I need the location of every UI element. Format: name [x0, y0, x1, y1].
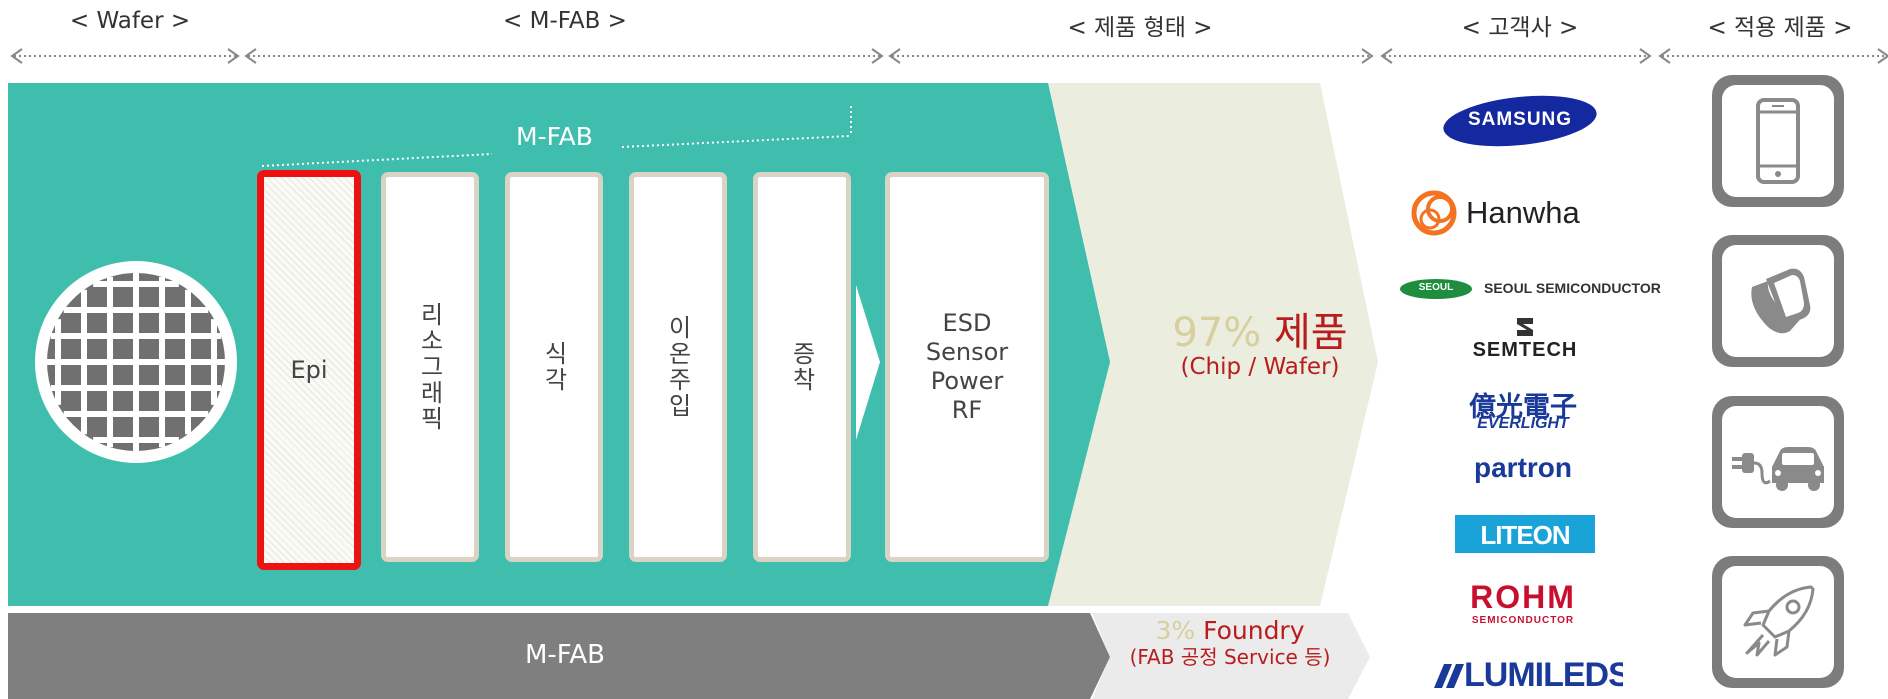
foundry-share-value: 3%	[1155, 616, 1196, 645]
header-product-form: < 제품 형태 >	[1067, 15, 1213, 41]
rohm-logo: ROHM SEMICONDUCTOR	[1470, 579, 1576, 626]
device-type: ESD	[942, 309, 992, 337]
wafer-grid-line	[159, 276, 165, 448]
header-applications: < 적용 제품 >	[1707, 15, 1853, 41]
mfab-bracket	[261, 106, 852, 167]
process-step-label: 리소그래픽	[415, 302, 444, 432]
device-type: Power	[930, 367, 1004, 395]
device-type: RF	[951, 396, 983, 424]
wafer-icon	[35, 261, 237, 463]
partron-logo: partron	[1474, 452, 1572, 483]
device-types-box: ESD Sensor Power RF	[885, 172, 1049, 562]
header-wafer: < Wafer >	[69, 8, 191, 34]
electric-car-icon	[1732, 447, 1824, 491]
process-step-label: 증착	[787, 341, 816, 393]
foundry-share: 3% Foundry (FAB 공정 Service 등)	[1115, 616, 1345, 670]
seoul-semiconductor-logo: SEOUL SEOUL SEMICONDUCTOR	[1398, 277, 1661, 303]
product-share-value: 97%	[1172, 310, 1262, 356]
application-tile-smartwatch	[1712, 235, 1844, 367]
application-tile-smartphone	[1712, 75, 1844, 207]
wafer-grid-line	[47, 359, 225, 365]
flow-arrow	[856, 285, 880, 440]
product-arrow	[1045, 83, 1378, 606]
samsung-logo: SAMSUNG	[1442, 95, 1598, 147]
liteon-logo: LITEON	[1455, 515, 1595, 553]
application-tile-rocket	[1712, 556, 1844, 688]
product-share-label: 제품	[1274, 310, 1348, 356]
product-share: 97% 제품	[1140, 300, 1380, 358]
rocket-icon	[1743, 585, 1815, 657]
lumileds-logo: LUMILEDS	[1428, 656, 1623, 699]
wafer-grid-line	[63, 411, 209, 417]
foundry-arrow	[1092, 613, 1370, 699]
wafer-grid-line	[93, 437, 179, 443]
process-step-etching: 식각	[505, 172, 603, 562]
device-type: Sensor	[925, 338, 1009, 366]
process-step-label: Epi	[290, 356, 328, 384]
product-share-detail: (Chip / Wafer)	[1180, 354, 1340, 380]
process-step-ion-implant: 이온주입	[629, 172, 727, 562]
process-step-label: 식각	[539, 341, 568, 393]
application-tile-electric-car	[1712, 396, 1844, 528]
smartphone-icon	[1756, 98, 1800, 184]
hanwha-logo: Hanwha	[1408, 185, 1618, 237]
foundry-share-label: Foundry	[1203, 616, 1305, 645]
process-step-deposition: 증착	[753, 172, 851, 562]
everlight-logo: 億光電子 EVERLIGHT	[1469, 392, 1577, 432]
wafer-grid-line	[185, 289, 191, 435]
section-arrows	[10, 48, 1888, 64]
process-step-label: 이온주입	[663, 315, 692, 419]
process-step-epi: Epi	[257, 170, 361, 570]
bottom-mfab-bar	[8, 613, 1110, 699]
header-mfab: < M-FAB >	[503, 8, 627, 34]
wafer-grid-line	[211, 319, 217, 405]
smartwatch-icon	[1751, 268, 1811, 334]
process-step-lithography: 리소그래픽	[381, 172, 479, 562]
process-group-label: M-FAB	[516, 122, 593, 151]
foundry-share-detail: (FAB 공정 Service 등)	[1129, 645, 1331, 669]
wafer-grid-line	[50, 385, 222, 391]
bottom-bar-label: M-FAB	[524, 640, 605, 670]
header-customers: < 고객사 >	[1461, 15, 1579, 41]
semtech-logo: SEMTECH	[1448, 316, 1602, 361]
